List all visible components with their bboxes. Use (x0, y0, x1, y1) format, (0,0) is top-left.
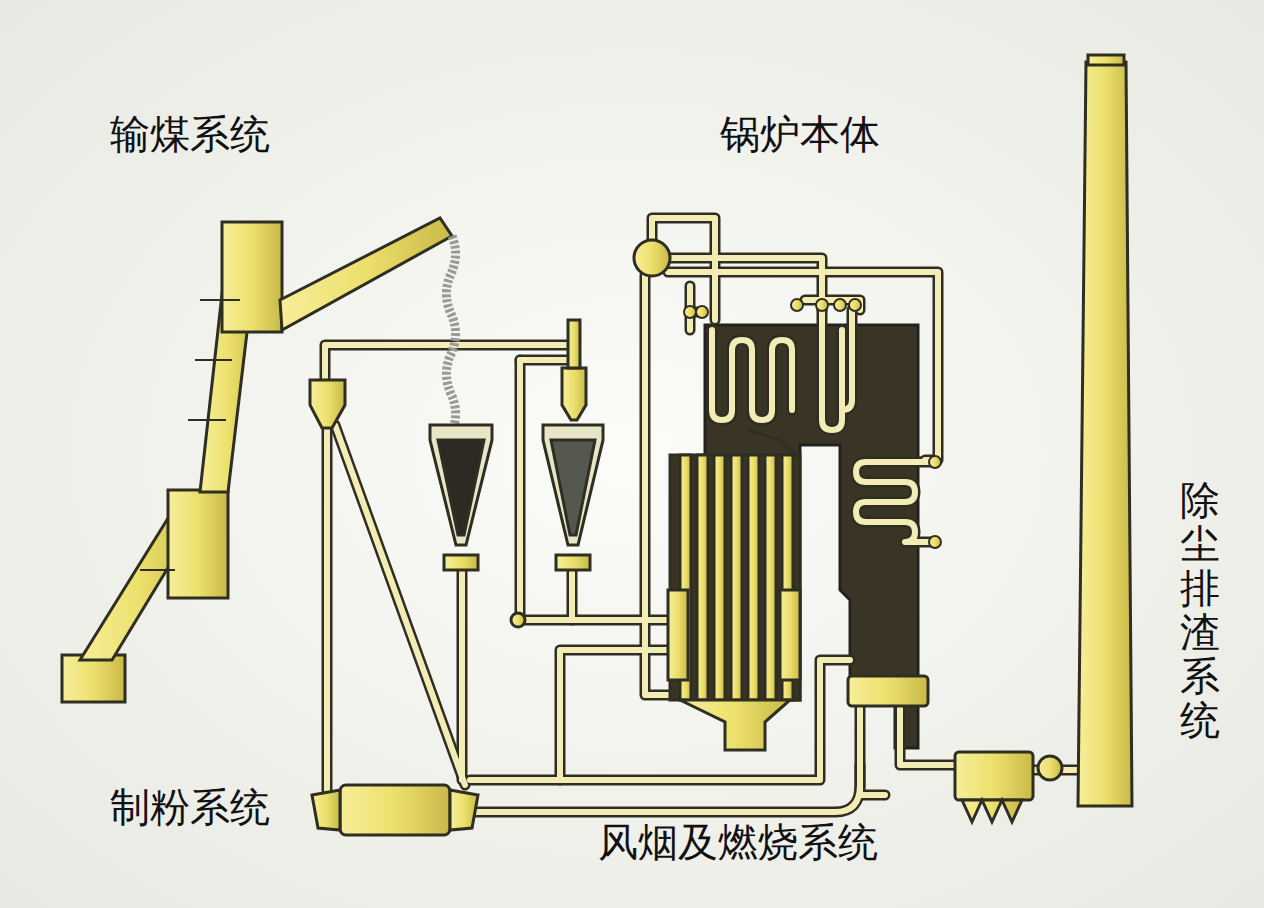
system-label: 输煤系统 (110, 110, 270, 158)
system-label: 风烟及燃烧系统 (598, 818, 878, 866)
system-label: 制粉系统 (110, 783, 270, 831)
system-label: 锅炉本体 (720, 110, 880, 158)
vertical-label: 除尘排渣系统 (1180, 478, 1220, 742)
